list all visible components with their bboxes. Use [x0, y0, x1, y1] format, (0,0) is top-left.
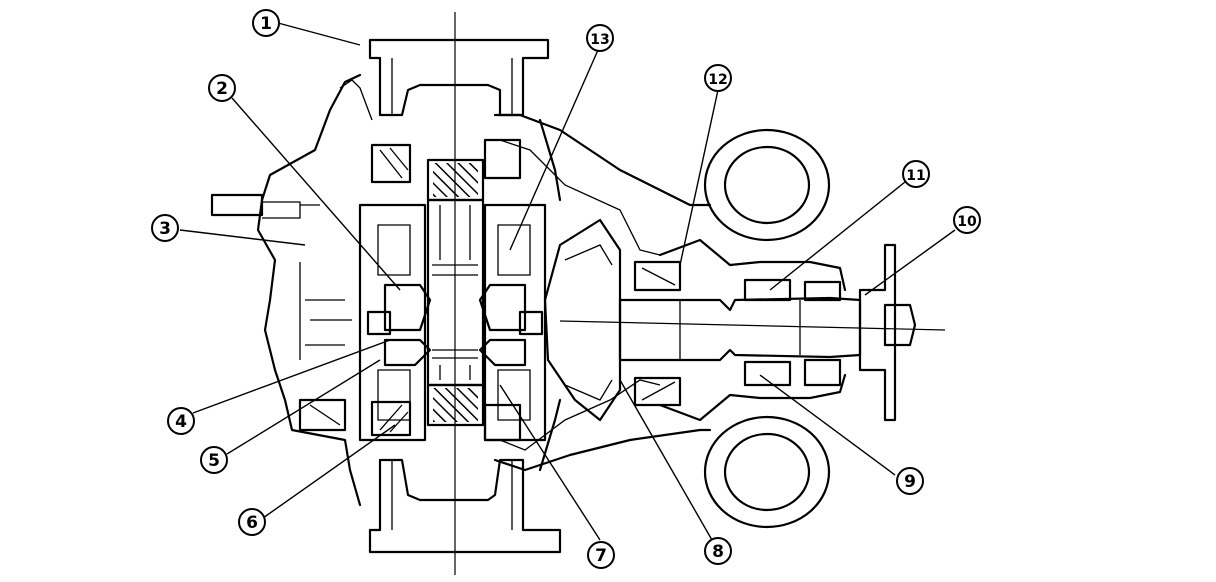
- callout-2: 2: [208, 74, 236, 102]
- callout-9-label: 9: [904, 472, 916, 492]
- differential-case: [358, 203, 547, 442]
- callout-9: 9: [896, 467, 924, 495]
- callout-12-label: 12: [708, 72, 727, 88]
- callout-10: 10: [953, 206, 981, 234]
- differential-housing: [210, 38, 712, 554]
- axle-tube-rings: [703, 128, 831, 529]
- callout-10-label: 10: [957, 214, 977, 230]
- center-lines: [454, 12, 946, 575]
- callout-3: 3: [151, 214, 179, 242]
- callout-5-label: 5: [208, 451, 220, 471]
- callout-8: 8: [704, 537, 732, 565]
- callout-7: 7: [587, 541, 615, 569]
- callout-6-label: 6: [246, 513, 258, 533]
- callout-7-label: 7: [595, 546, 607, 566]
- callout-4: 4: [167, 407, 195, 435]
- callout-5: 5: [200, 446, 228, 474]
- callout-3-label: 3: [159, 219, 171, 239]
- center-shaft: [426, 158, 485, 427]
- leader-lines: [179, 22, 956, 541]
- callout-12: 12: [704, 64, 732, 92]
- ring-gear: [543, 218, 622, 422]
- callout-6: 6: [238, 508, 266, 536]
- callout-13-label: 13: [590, 32, 609, 48]
- drive-pinion: [618, 238, 917, 422]
- callout-11: 11: [902, 160, 930, 188]
- callout-2-label: 2: [216, 79, 228, 99]
- callout-11-label: 11: [906, 168, 925, 184]
- callout-8-label: 8: [712, 542, 724, 562]
- callout-4-label: 4: [175, 412, 187, 432]
- callout-1-label: 1: [260, 14, 272, 34]
- callout-1: 1: [252, 9, 280, 37]
- callout-13: 13: [586, 24, 614, 52]
